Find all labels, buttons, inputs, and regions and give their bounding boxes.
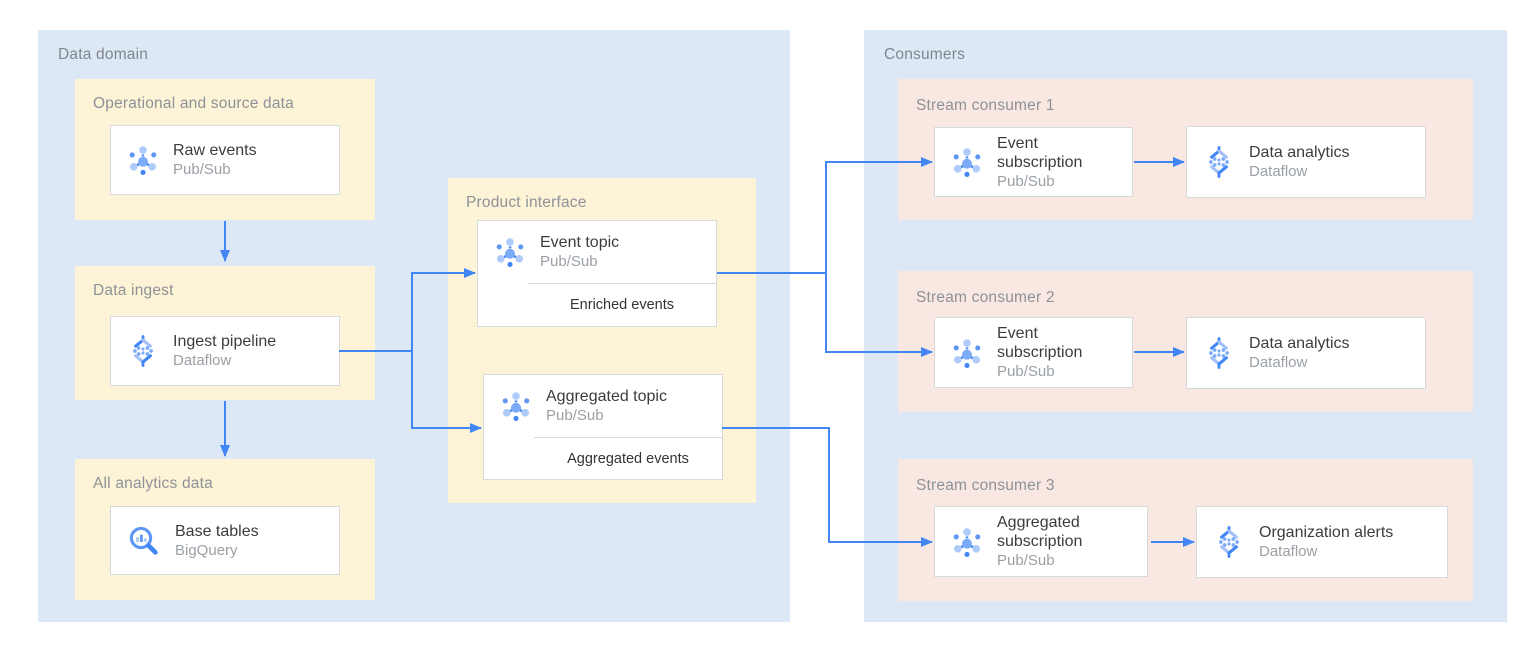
card-event-subscription-1: Event subscription Pub/Sub: [934, 127, 1133, 197]
card-aggregated-topic: Aggregated topic Pub/Sub Aggregated even…: [483, 374, 723, 480]
consumers-label: Consumers: [884, 46, 966, 63]
card-data-analytics-1: Data analytics Dataflow: [1186, 126, 1426, 198]
card-product: Dataflow: [1259, 543, 1318, 560]
card-event-topic: Event topic Pub/Sub Enriched events: [477, 220, 717, 327]
group-stream-consumer-2: Stream consumer 2 Event subscription Pub…: [898, 271, 1473, 412]
group-label: Operational and source data: [93, 95, 295, 112]
card-product: BigQuery: [175, 541, 238, 559]
dataflow-icon: [1207, 145, 1231, 179]
card-product: Dataflow: [1249, 354, 1308, 371]
card-title: Aggregated topic: [546, 388, 667, 405]
card-title: Base tables: [175, 522, 259, 540]
group-operational-source-data: Operational and source data Raw events P…: [75, 79, 375, 220]
card-product: Pub/Sub: [997, 552, 1055, 569]
pubsub-icon: [501, 390, 531, 423]
bigquery-icon: [126, 523, 162, 559]
card-product: Pub/Sub: [546, 407, 604, 424]
group-label: Stream consumer 1: [916, 97, 1055, 114]
card-product: Pub/Sub: [997, 363, 1055, 380]
group-label: Stream consumer 2: [916, 289, 1055, 306]
card-data-analytics-2: Data analytics Dataflow: [1186, 317, 1426, 389]
group-stream-consumer-3: Stream consumer 3 Aggregated subscriptio…: [898, 459, 1473, 601]
card-title: Data analytics: [1249, 335, 1350, 352]
card-title: Event subscription: [997, 325, 1083, 361]
card-product: Pub/Sub: [540, 253, 598, 270]
card-title: Ingest pipeline: [173, 333, 277, 350]
card-ingest-pipeline: Ingest pipeline Dataflow: [110, 316, 340, 386]
card-event-subscription-2: Event subscription Pub/Sub: [934, 317, 1133, 388]
card-aggregated-subscription: Aggregated subscription Pub/Sub: [934, 506, 1148, 577]
group-label: Stream consumer 3: [916, 477, 1055, 494]
data-domain-label: Data domain: [58, 46, 149, 63]
group-stream-consumer-1: Stream consumer 1 Event subscription Pub…: [898, 79, 1473, 220]
group-data-ingest: Data ingest Ingest pipeline Dataflow: [75, 266, 375, 400]
pubsub-icon: [952, 337, 982, 369]
pubsub-icon: [495, 236, 525, 269]
card-title: Data analytics: [1249, 144, 1350, 161]
dataflow-icon: [1217, 525, 1241, 559]
card-title: Raw events: [173, 142, 257, 159]
card-title: Event subscription: [997, 134, 1083, 171]
card-title: Aggregated subscription: [997, 514, 1083, 550]
card-base-tables: Base tables BigQuery: [110, 506, 340, 575]
group-product-interface: Product interface Event topic Pub/Sub En…: [448, 178, 756, 503]
group-label: Product interface: [466, 194, 587, 211]
card-title: Event topic: [540, 234, 620, 251]
card-product: Dataflow: [1249, 163, 1308, 180]
dataflow-icon: [131, 334, 155, 368]
group-all-analytics-data: All analytics data Base tables BigQuery: [75, 459, 375, 600]
dataflow-icon: [1207, 336, 1231, 370]
card-product: Pub/Sub: [173, 161, 231, 178]
group-label: All analytics data: [93, 475, 213, 492]
card-raw-events: Raw events Pub/Sub: [110, 125, 340, 195]
pubsub-icon: [952, 526, 982, 558]
card-title: Organization alerts: [1259, 524, 1394, 541]
card-product: Dataflow: [173, 352, 232, 369]
pubsub-icon: [952, 146, 982, 179]
data-domain-container: Data domain Operational and source data …: [38, 30, 790, 622]
card-note: Enriched events: [528, 283, 716, 326]
card-product: Pub/Sub: [997, 172, 1055, 190]
card-organization-alerts: Organization alerts Dataflow: [1196, 506, 1448, 578]
group-label: Data ingest: [93, 282, 174, 299]
card-note: Aggregated events: [534, 437, 722, 479]
pubsub-icon: [128, 144, 158, 177]
consumers-container: Consumers Stream consumer 1 Event subscr…: [864, 30, 1507, 622]
